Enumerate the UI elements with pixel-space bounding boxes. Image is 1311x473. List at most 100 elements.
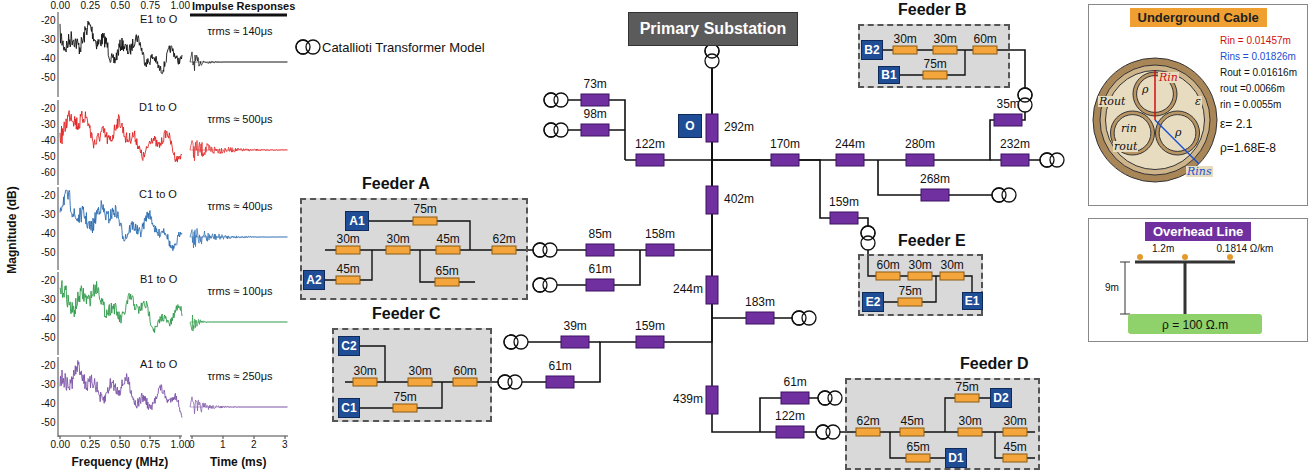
transformer-symbol (861, 226, 875, 240)
cable-segment (856, 428, 880, 436)
axis-title: Magnitude (dB) (5, 186, 17, 273)
length-label: 30m (959, 415, 982, 427)
ground (1128, 314, 1262, 334)
panel-heading: Overhead Line (1145, 222, 1251, 241)
cable-segment (958, 428, 982, 436)
tick-label: -40 (41, 399, 55, 409)
delay-spread: τrms ≈ 250μs (207, 371, 274, 382)
length-label: 60m (454, 365, 477, 377)
transformer-symbol (818, 391, 832, 405)
plot-title: A1 to O (139, 359, 178, 370)
length-label: 45m (1004, 441, 1027, 453)
tick-mark (285, 436, 286, 439)
transformer-symbol (544, 123, 558, 137)
conductor-core (1159, 115, 1196, 152)
overhead-segment (706, 114, 718, 142)
length-label: 159m (635, 320, 665, 332)
transformer-symbol (533, 278, 547, 292)
cable-segment (893, 46, 917, 54)
length-label: 30m (909, 259, 932, 271)
length-label: 30m (941, 259, 964, 271)
cable-segment (900, 428, 924, 436)
bus-node: E1 (962, 292, 983, 310)
node-label: A1 (349, 215, 364, 227)
cable-segment (393, 404, 417, 412)
plot-title: B1 to O (139, 274, 178, 285)
tick-label: 0.50 (111, 440, 130, 450)
feeder-fill (858, 254, 983, 316)
dimension-symbol: ρ (1141, 84, 1149, 95)
length-label: 85m (589, 228, 612, 240)
feeder-heading: Feeder D (960, 356, 1028, 372)
length-label: 30m (387, 233, 410, 245)
feeder-fill (858, 24, 1010, 88)
length-label: 244m (673, 283, 703, 295)
parameter-value: 9m (1105, 283, 1119, 293)
length-label: 232m (1000, 138, 1030, 150)
cable-segment (492, 246, 516, 254)
overhead-segment (921, 189, 949, 201)
node-label: C1 (341, 402, 356, 414)
feeder-wire (325, 50, 1035, 458)
length-label: 170m (770, 138, 800, 150)
tick-label: -20 (41, 276, 55, 286)
tick-label: 1 (220, 440, 226, 450)
bus-node: C1 (338, 398, 360, 418)
cable-segment (408, 378, 432, 386)
tick-label: -60 (41, 168, 55, 178)
tick-label: -50 (41, 73, 55, 83)
tick-label: -50 (41, 333, 55, 343)
dimension-symbol: rout (1113, 141, 1138, 152)
overhead-segment (586, 279, 614, 291)
radius-line (1154, 71, 1156, 121)
parameter-value: rin = 0.0055m (1220, 100, 1281, 110)
bus-node: D2 (990, 388, 1012, 408)
frequency-curve (60, 111, 182, 163)
cable-segment (955, 394, 979, 402)
transformer-symbol (498, 375, 512, 389)
length-label: 45m (337, 263, 360, 275)
cable-segment (908, 272, 932, 280)
tick-label: 0.00 (51, 440, 70, 450)
bus-node: B1 (878, 66, 900, 84)
overhead-segment (830, 212, 858, 224)
node-label: B2 (864, 44, 879, 56)
tick-label: -40 (41, 314, 55, 324)
overhead-segment (994, 114, 1022, 126)
feeder-heading: Feeder C (372, 306, 440, 322)
axis-line (58, 12, 59, 97)
dimension-symbol: Rins (1186, 166, 1213, 177)
feeder-heading: Feeder E (898, 233, 966, 249)
delay-spread: τrms ≈ 100μs (207, 286, 274, 297)
overhead-segment (706, 386, 718, 414)
parameter-value: rout =0.0066m (1220, 84, 1285, 94)
cable-segment (353, 378, 377, 386)
length-label: 39m (564, 320, 587, 332)
overhead-segment (636, 336, 664, 348)
feeder-fill (300, 198, 528, 300)
parameter-value: Rin = 0.01457m (1220, 36, 1291, 46)
transformer-symbol (504, 335, 518, 349)
tick-label: 0 (189, 440, 195, 450)
tick-mark (223, 436, 224, 439)
cable-segment (933, 46, 957, 54)
legend-symbol (296, 40, 310, 54)
tick-label: -40 (41, 136, 55, 146)
cable-segment (876, 272, 900, 280)
tick-mark (180, 436, 181, 439)
cable-segment (435, 278, 459, 286)
feeder-heading: Feeder A (362, 176, 430, 192)
dimension-symbol: ρ (1174, 127, 1182, 138)
length-label: 45m (437, 233, 460, 245)
impulse-curve (190, 315, 287, 331)
bus-node: D1 (945, 448, 967, 468)
parameter-value: Rout = 0.01616m (1220, 68, 1297, 78)
cable-segment (453, 378, 477, 386)
transformer-symbol (992, 188, 1006, 202)
feeder-connector (712, 46, 845, 432)
tick-mark (192, 436, 193, 439)
conductor-dot (1182, 254, 1188, 260)
tick-label: -50 (41, 248, 55, 258)
length-label: 268m (920, 173, 950, 185)
overhead-segment (581, 124, 609, 136)
